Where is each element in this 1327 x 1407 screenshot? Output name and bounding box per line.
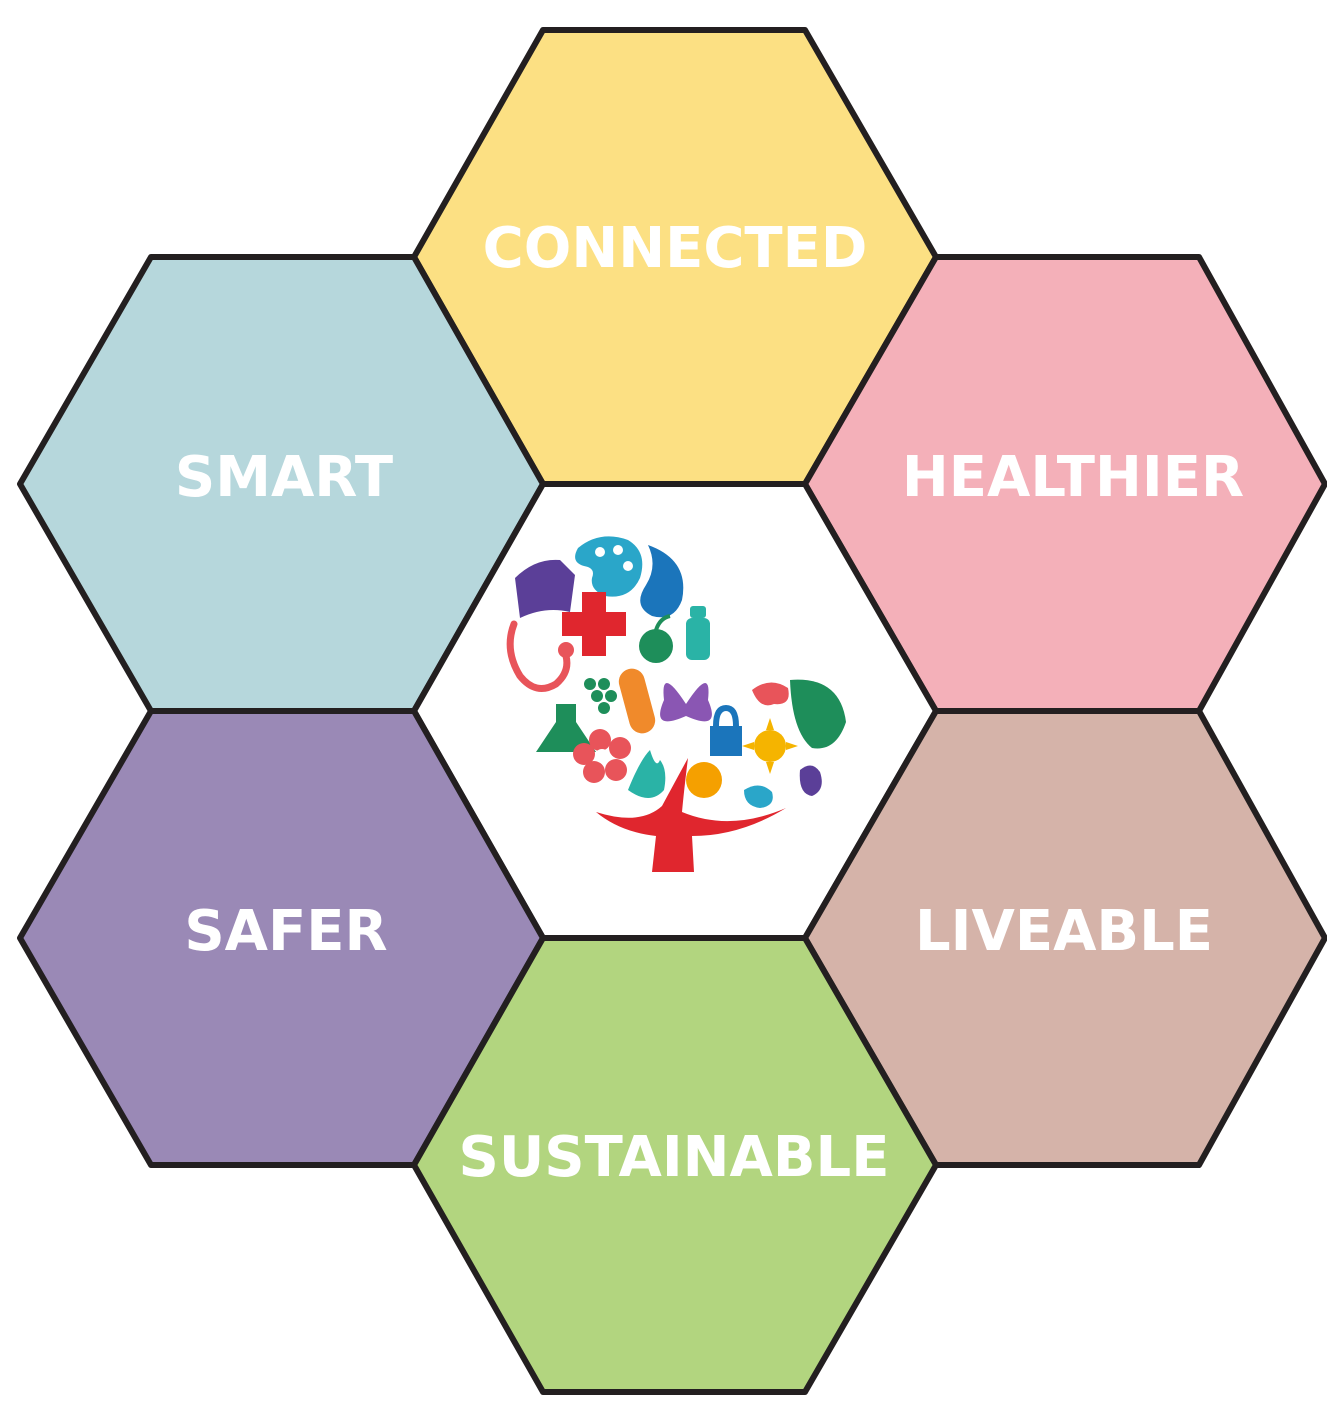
water-drop-icon (640, 545, 684, 618)
flask-icon (536, 704, 596, 752)
stethoscope-icon (506, 620, 571, 692)
hex-safer-label: SAFER (184, 899, 387, 964)
mushroom-icon (752, 682, 789, 706)
lemon-icon (686, 762, 722, 798)
jug-icon (799, 765, 822, 796)
bottle-icon (686, 618, 710, 660)
grapes-icon (584, 678, 617, 714)
apple-icon (639, 629, 673, 663)
hex-sustainable-label: SUSTAINABLE (459, 1125, 890, 1190)
butterfly-icon (660, 682, 712, 722)
hand-icon (628, 750, 666, 798)
book-icon (515, 559, 575, 618)
hex-smart: SMART (17, 254, 546, 714)
lock-icon (710, 726, 742, 756)
sun-icon (742, 718, 798, 774)
hex-sustainable: SUSTAINABLE (411, 935, 939, 1395)
hex-smart-label: SMART (175, 445, 393, 510)
leaf-icon (790, 679, 846, 749)
hex-connected-label: CONNECTED (483, 216, 868, 281)
hex-liveable-label: LIVEABLE (915, 899, 1213, 964)
tree-trunk-icon (596, 758, 786, 872)
hex-healthier-label: HEALTHIER (902, 445, 1244, 510)
heart-tree-logo-icon (506, 536, 846, 872)
flower-icon (573, 729, 631, 783)
hex-liveable: LIVEABLE (802, 708, 1327, 1168)
medical-cross-icon (562, 592, 626, 656)
footprint-icon (744, 785, 773, 808)
palette-icon (575, 536, 643, 597)
bandage-icon (618, 668, 656, 734)
hex-sustainable-shape (411, 935, 939, 1395)
